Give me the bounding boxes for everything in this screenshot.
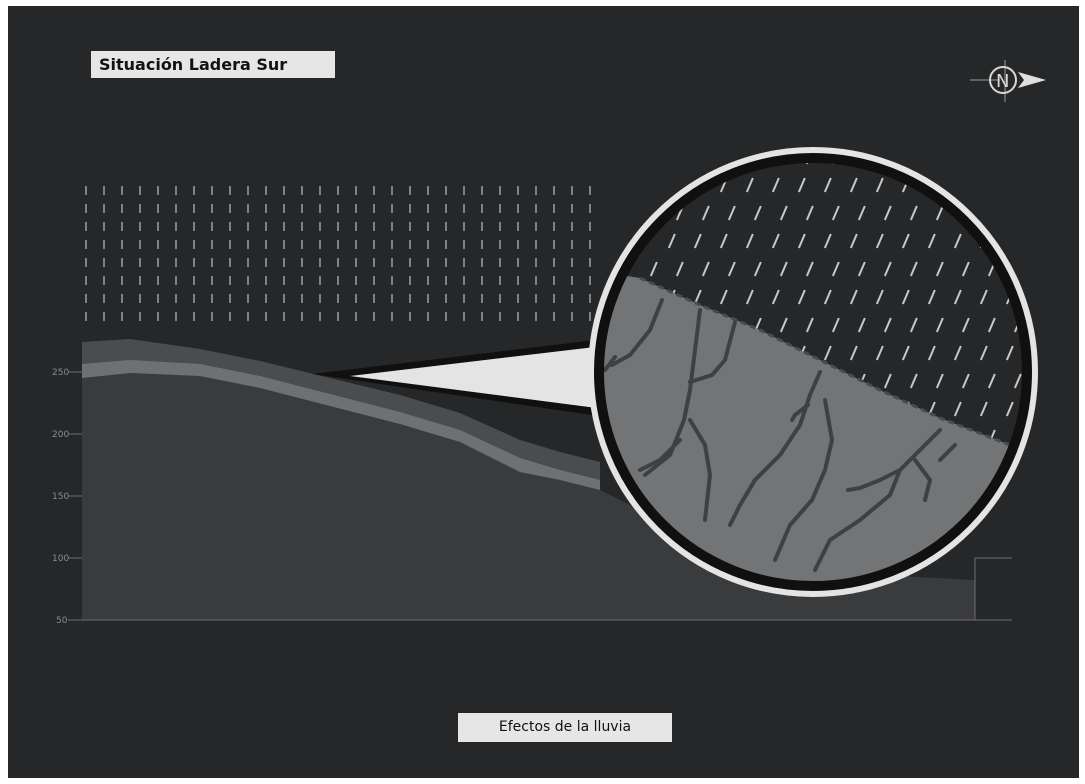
diagram-caption: Efectos de la lluvia xyxy=(458,713,672,742)
rain-drop-diagonal xyxy=(1015,150,1021,164)
rain-drop-diagonal xyxy=(669,178,675,192)
rain-drop-diagonal xyxy=(1059,234,1065,248)
rain-drop-diagonal xyxy=(1059,178,1065,192)
rain-drop-diagonal xyxy=(677,150,683,164)
rain-drop-diagonal xyxy=(1059,290,1065,304)
rain-drop-diagonal xyxy=(1041,318,1047,332)
rain-drop-diagonal xyxy=(989,150,995,164)
rain-drop-diagonal xyxy=(1007,234,1013,248)
rain-drop-diagonal xyxy=(1015,262,1021,276)
rain-drop-diagonal xyxy=(1067,262,1073,276)
rain-drop-diagonal xyxy=(703,150,709,164)
axis-labels: 250 200 150 100 50 xyxy=(52,368,69,626)
rain-drop-diagonal xyxy=(1033,234,1039,248)
rain-vertical xyxy=(86,186,590,321)
rain-drop-diagonal xyxy=(1007,178,1013,192)
rain-drop-diagonal xyxy=(651,150,657,164)
axis-tick-100: 100 xyxy=(52,554,69,564)
rain-drop-diagonal xyxy=(937,150,943,164)
rain-drop-diagonal xyxy=(1067,206,1073,220)
rain-drop-diagonal xyxy=(981,178,987,192)
rain-drop-diagonal xyxy=(1041,206,1047,220)
rain-drop-diagonal xyxy=(963,150,969,164)
rain-drop-diagonal xyxy=(1041,374,1047,388)
rain-drop-diagonal xyxy=(1059,346,1065,360)
rain-drop-diagonal xyxy=(1067,318,1073,332)
rain-drop-diagonal xyxy=(643,178,649,192)
rain-drop-diagonal xyxy=(1033,290,1039,304)
axis-tick-200: 200 xyxy=(52,430,69,440)
axis-tick-250: 250 xyxy=(52,368,69,378)
rain-drop-diagonal xyxy=(1033,178,1039,192)
north-arrow-icon: N xyxy=(970,60,1046,102)
rain-drop-diagonal xyxy=(1041,150,1047,164)
rain-drop-diagonal xyxy=(989,206,995,220)
rain-drop-diagonal xyxy=(1015,206,1021,220)
rain-drop-diagonal xyxy=(1041,430,1047,444)
axis-tick-50: 50 xyxy=(56,616,68,626)
compass-letter: N xyxy=(996,71,1009,92)
rain-drop-diagonal xyxy=(1067,374,1073,388)
rain-drop-diagonal xyxy=(1067,150,1073,164)
rain-drop-diagonal xyxy=(1067,430,1073,444)
diagram-title: Situación Ladera Sur xyxy=(91,51,335,78)
rain-drop-diagonal xyxy=(1041,262,1047,276)
rain-drop-diagonal xyxy=(911,150,917,164)
rain-drop-diagonal xyxy=(1059,402,1065,416)
rain-drop-diagonal xyxy=(955,178,961,192)
axis-tick-150: 150 xyxy=(52,492,69,502)
